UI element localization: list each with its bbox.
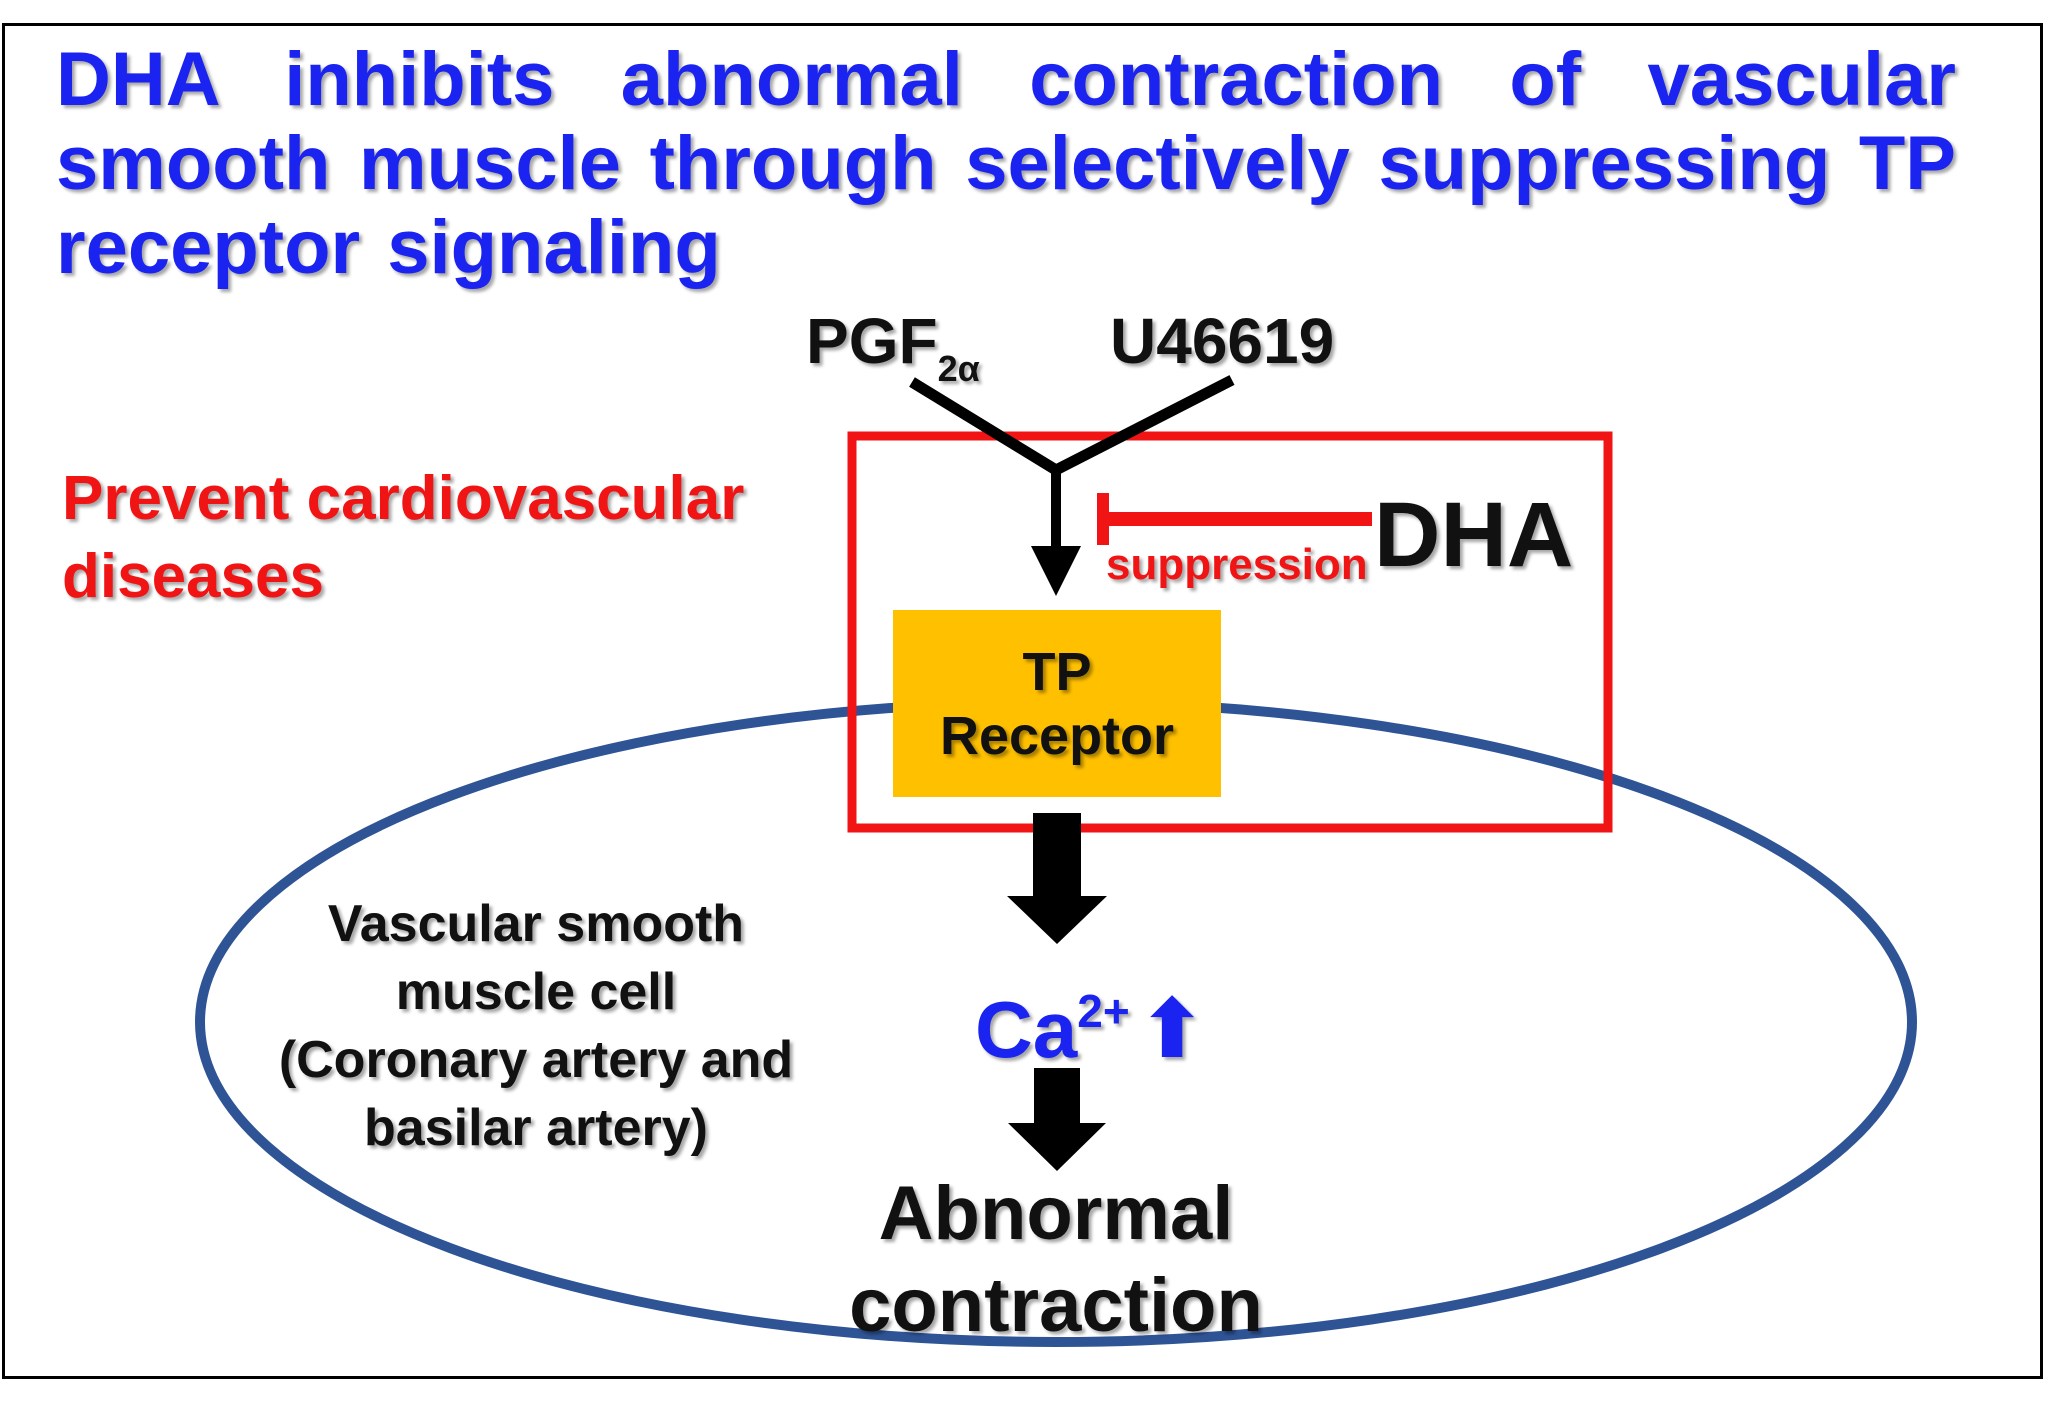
abnormal-contraction-label: Abnormal contraction — [849, 1171, 1263, 1348]
figure-frame — [2, 23, 2043, 1379]
arrow-calcium-to-contraction — [1008, 1068, 1106, 1171]
cell-description: Vascular smooth muscle cell (Coronary ar… — [278, 895, 794, 1157]
arrow-receptor-to-calcium — [1007, 813, 1107, 944]
u46619-label: U46619 — [1110, 305, 1335, 377]
pgf-input-line — [909, 377, 1059, 475]
dha-label: DHA — [1374, 484, 1574, 586]
signaling-region-box — [847, 431, 1613, 833]
suppression-label: suppression — [1106, 540, 1368, 589]
arrow-to-receptor — [1031, 546, 1081, 596]
up-arrow-icon: ⬆ — [1137, 984, 1207, 1075]
u46619-input-line — [1053, 375, 1235, 475]
prevent-diseases-text: Prevent cardiovascular diseases — [62, 464, 745, 611]
calcium-increase-label: Ca2+⬆ — [975, 984, 1207, 1075]
pgf2a-label: PGF2α — [806, 305, 980, 389]
figure-title: DHA inhibits abnormal contraction of vas… — [56, 37, 1956, 290]
tp-receptor-box: TP Receptor — [893, 610, 1221, 797]
